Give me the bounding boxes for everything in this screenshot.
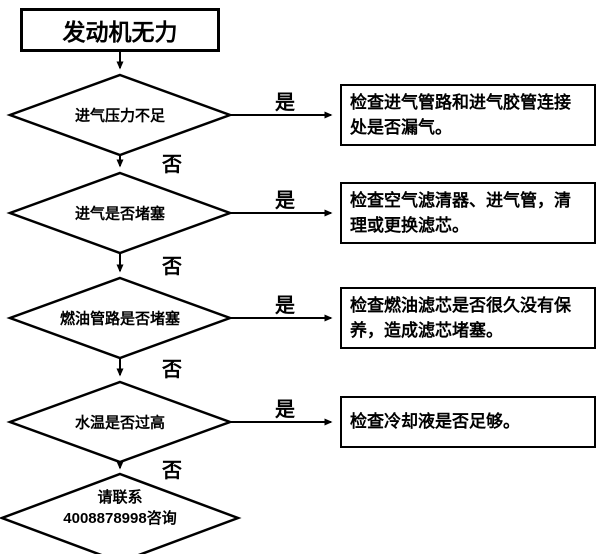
action-box-1-text: 检查进气管路和进气胶管连接处是否漏气。: [350, 92, 571, 138]
action-box-3-text: 检查燃油滤芯是否很久没有保养，造成滤芯堵塞。: [350, 295, 571, 341]
action-box-2-text: 检查空气滤清器、进气管，清理或更换滤芯。: [350, 190, 571, 236]
action-box-4-text: 检查冷却液是否足够。: [350, 412, 520, 432]
decision-4-label: 水温是否过高: [74, 414, 166, 432]
decision-3-label: 燃油管路是否堵塞: [59, 310, 181, 328]
action-box-2: 检查空气滤清器、进气管，清理或更换滤芯。: [340, 182, 596, 244]
end-node-line2: 4008878998咨询: [63, 510, 177, 527]
start-node-label: 发动机无力: [62, 19, 178, 45]
yes-label-4: 是: [275, 399, 295, 421]
end-node-label: 请联系 4008878998咨询: [63, 487, 176, 529]
end-node-line1: 请联系: [97, 489, 143, 506]
end-diamond: [0, 472, 242, 554]
action-box-1: 检查进气管路和进气胶管连接处是否漏气。: [340, 84, 596, 146]
decision-3-diamond: [6, 276, 234, 360]
start-node: 发动机无力: [20, 8, 220, 52]
yes-label-1: 是: [275, 92, 295, 114]
decision-2-diamond: [6, 171, 234, 255]
action-box-3: 检查燃油滤芯是否很久没有保养，造成滤芯堵塞。: [340, 287, 596, 349]
no-label-1: 否: [162, 154, 182, 176]
yes-label-2: 是: [275, 190, 295, 212]
action-box-4: 检查冷却液是否足够。: [340, 396, 596, 448]
yes-label-3: 是: [275, 295, 295, 317]
decision-2-label: 进气是否堵塞: [74, 205, 166, 223]
decision-4-diamond: [6, 380, 234, 464]
decision-1-label: 进气压力不足: [74, 107, 166, 125]
decision-1-diamond: [6, 73, 234, 157]
no-label-2: 否: [162, 256, 182, 278]
no-label-4: 否: [162, 460, 182, 482]
no-label-3: 否: [162, 359, 182, 381]
